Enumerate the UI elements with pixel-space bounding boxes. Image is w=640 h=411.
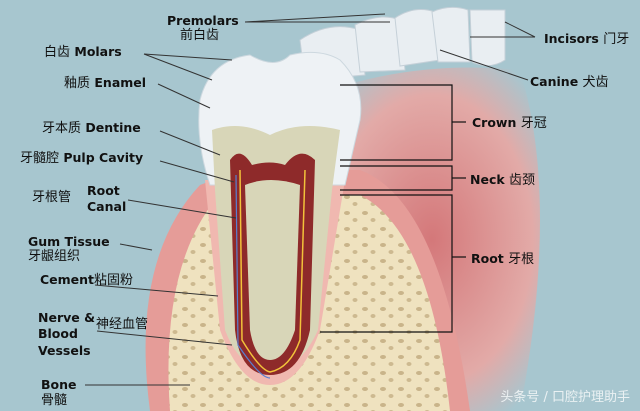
premolars-en: Premolars (167, 13, 239, 28)
nerve-en1: Nerve & (38, 310, 95, 325)
back-teeth (299, 6, 506, 81)
canal-zh: 牙根管 (32, 190, 72, 205)
label-molars: 白齿 Molars (44, 44, 122, 60)
label-canine: Canine 犬齿 (530, 74, 609, 90)
bone-zh: 骨髓 (41, 393, 68, 408)
nerve-en2: Blood (38, 326, 78, 341)
neck-en: Neck (470, 172, 505, 187)
enamel-en: Enamel (94, 75, 147, 90)
label-enamel: 釉质 Enamel (64, 75, 146, 91)
label-pulp-cavity: 牙髓腔 Pulp Cavity (20, 150, 143, 166)
label-dentine: 牙本质 Dentine (42, 120, 141, 136)
dentine-en: Dentine (85, 120, 141, 135)
molars-en: Molars (74, 44, 122, 59)
molars-zh: 白齿 (44, 45, 71, 60)
enamel-zh: 釉质 (64, 76, 91, 91)
canine-zh: 犬齿 (582, 75, 609, 90)
neck-zh: 齿颈 (509, 173, 536, 188)
dentine-zh: 牙本质 (42, 121, 82, 136)
brackets (320, 84, 466, 333)
incisors-en: Incisors (544, 31, 599, 46)
nerve-zh: 神经血管 (96, 317, 149, 332)
root-zh: 牙根 (508, 252, 535, 267)
gum-zh: 牙龈组织 (28, 249, 81, 264)
pulp-zh: 牙髓腔 (20, 151, 60, 166)
label-crown: Crown 牙冠 (472, 115, 547, 131)
leader-lines (85, 13, 536, 386)
crown-zh: 牙冠 (520, 116, 547, 131)
premolars-zh: 前白齿 (180, 28, 220, 43)
canal-en2: Canal (87, 199, 127, 214)
root-en: Root (471, 251, 504, 266)
label-neck: Neck 齿颈 (470, 172, 535, 188)
pulp-en: Pulp Cavity (63, 150, 144, 165)
bone-en: Bone (41, 377, 77, 392)
label-root: Root 牙根 (471, 251, 534, 267)
watermark: 头条号 / 口腔护理助手 (500, 390, 630, 405)
incisors-zh: 门牙 (603, 32, 630, 47)
label-premolars: Premolars (167, 13, 239, 28)
canine-en: Canine (530, 74, 579, 89)
label-cement: Cement粘固粉 (40, 272, 133, 288)
pulp-inner (245, 180, 300, 360)
cement-en: Cement (40, 272, 95, 287)
cement-zh: 粘固粉 (94, 273, 134, 288)
nerve-en3: Vessels (38, 343, 91, 358)
gum-en: Gum Tissue (28, 234, 110, 249)
label-incisors: Incisors 门牙 (544, 31, 629, 47)
crown-en: Crown (472, 115, 517, 130)
nerve (239, 169, 306, 373)
canal-en1: Root (87, 183, 120, 198)
